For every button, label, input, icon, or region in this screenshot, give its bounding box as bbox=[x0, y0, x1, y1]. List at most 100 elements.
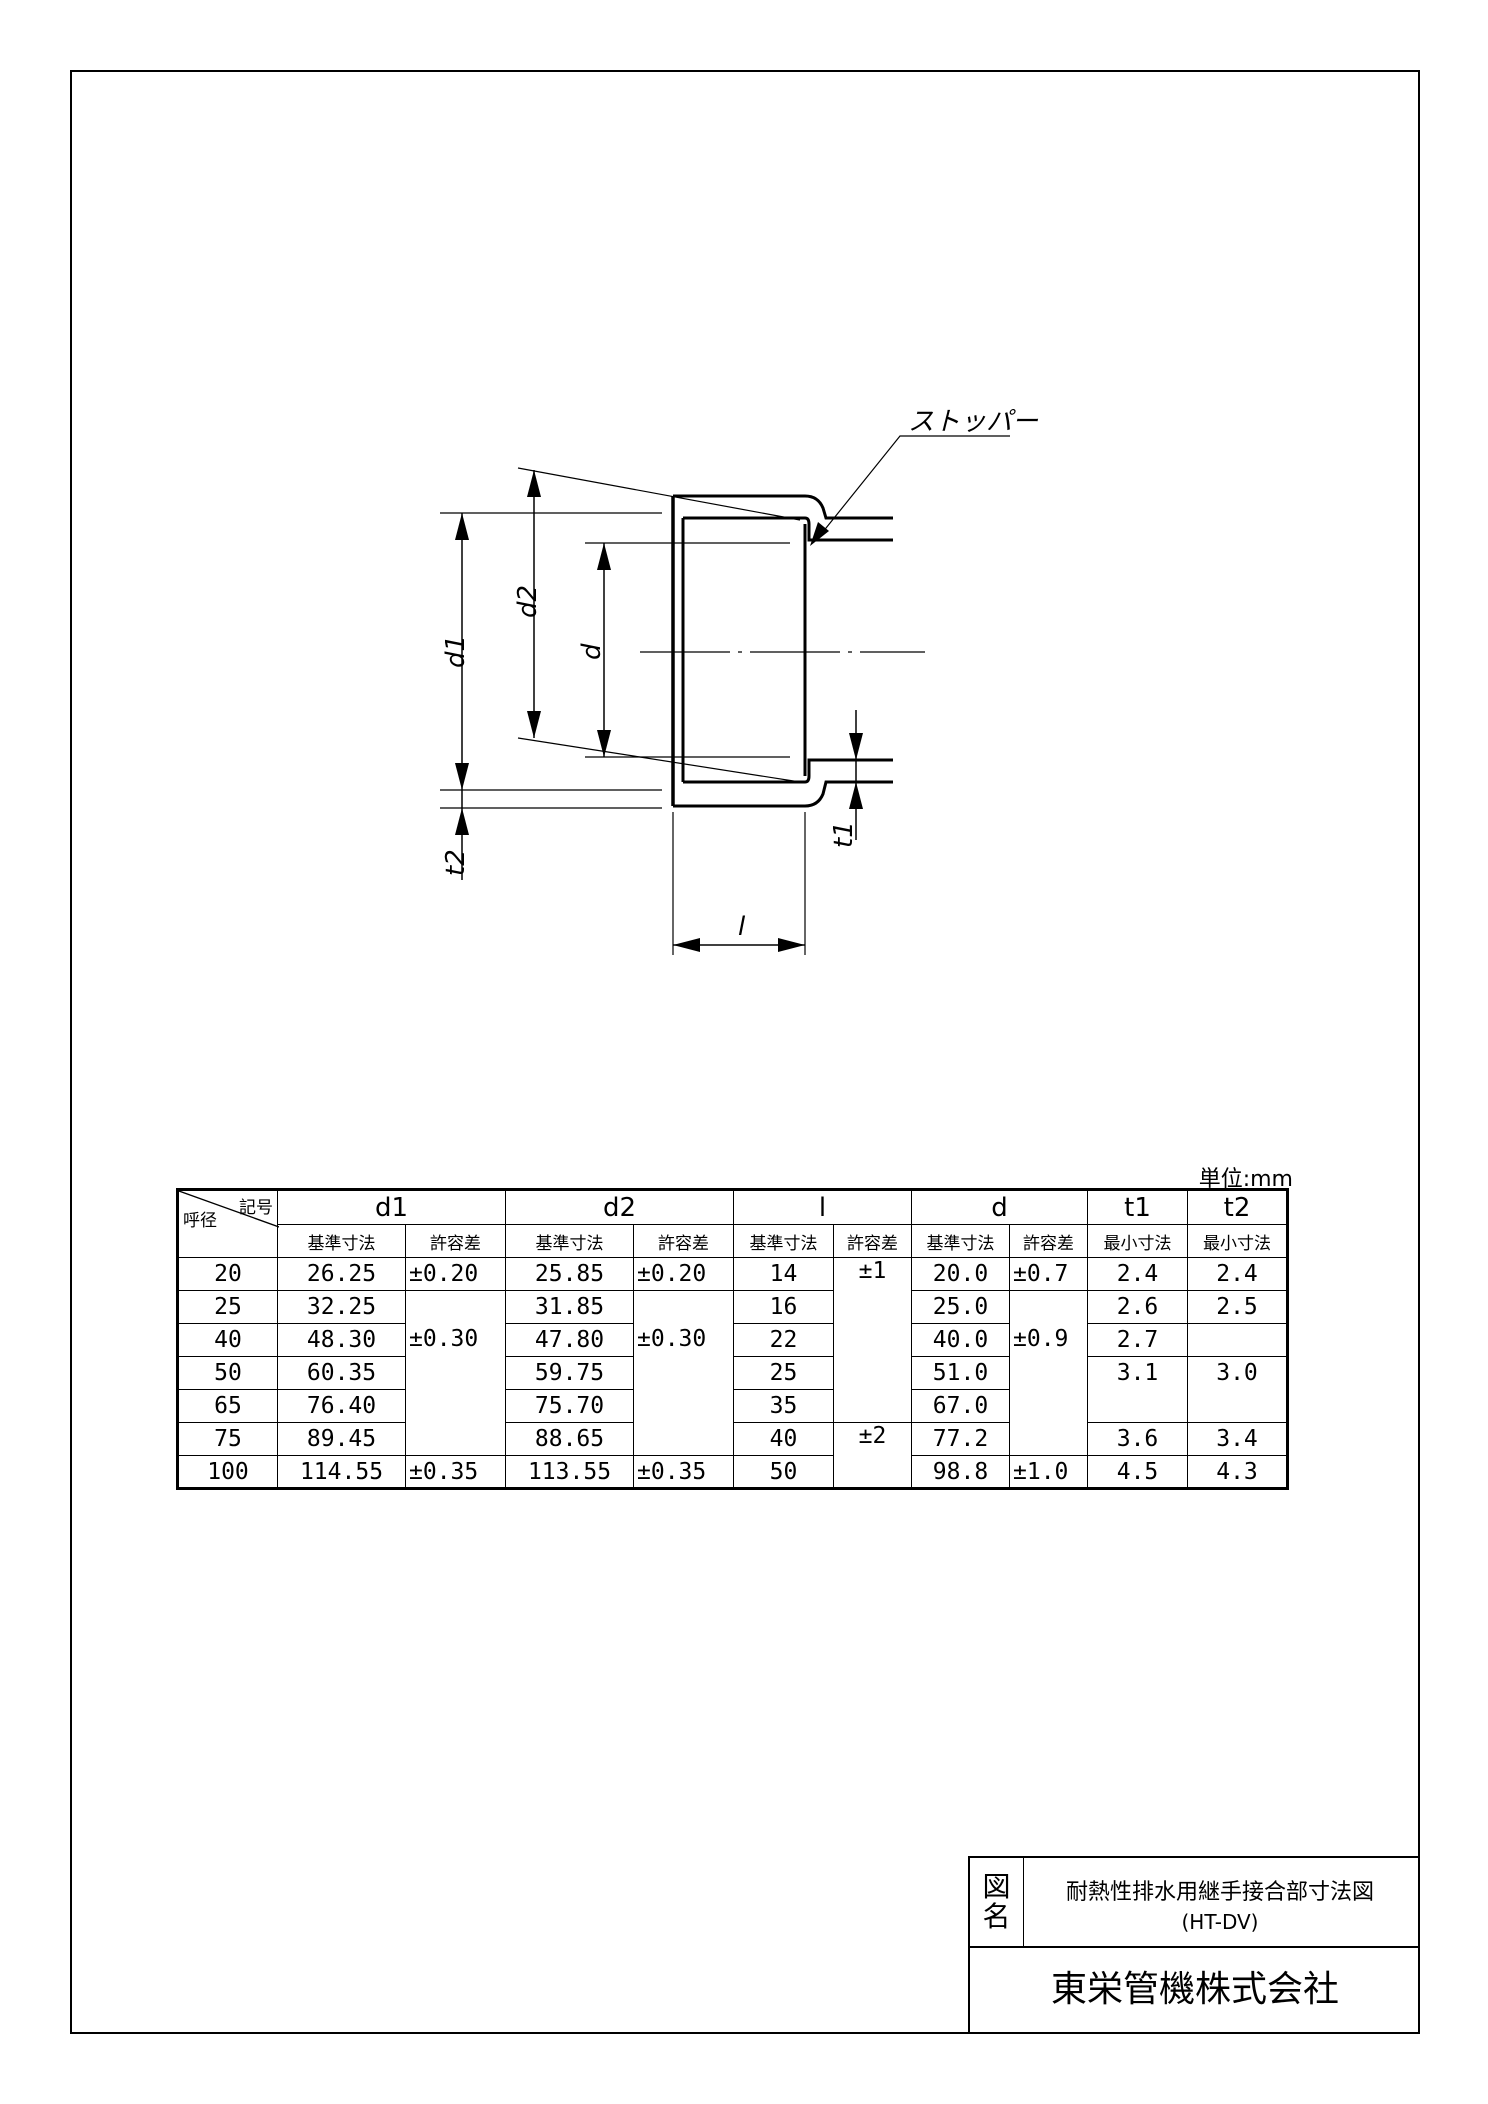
dimension-table: 記号 呼径 d1 d2 l d t1 t2 基準寸法 許容差 基準寸法 許容差 … bbox=[176, 1188, 1289, 1490]
sub-header-tol: 許容差 bbox=[833, 1224, 912, 1258]
cell-t1: 2.6 bbox=[1087, 1290, 1188, 1324]
sub-header-min: 最小寸法 bbox=[1087, 1224, 1188, 1258]
cell-d1: 26.25 bbox=[277, 1257, 406, 1291]
corner-nominal-label: 呼径 bbox=[183, 1211, 217, 1231]
dim-label-l: l bbox=[738, 912, 746, 942]
stopper-leader bbox=[817, 435, 1010, 539]
cell-t2: 4.3 bbox=[1187, 1455, 1288, 1489]
title-block-title-cell: 耐熱性排水用継手接合部寸法図 (HT-DV) bbox=[1022, 1856, 1420, 1948]
cell-t2: 3.0 bbox=[1187, 1356, 1288, 1390]
sub-header-min: 最小寸法 bbox=[1187, 1224, 1288, 1258]
cell-l: 40 bbox=[733, 1422, 834, 1456]
dim-label-t1: t1 bbox=[829, 821, 859, 848]
cell-nominal: 65 bbox=[177, 1389, 278, 1423]
cell-nominal: 20 bbox=[177, 1257, 278, 1291]
table-corner-cell: 記号 呼径 bbox=[177, 1189, 279, 1258]
cell-d: 51.0 bbox=[911, 1356, 1010, 1390]
sub-header-base: 基準寸法 bbox=[505, 1224, 634, 1258]
cell-t2: 2.5 bbox=[1187, 1290, 1288, 1324]
cell-l: 16 bbox=[733, 1290, 834, 1324]
title-block: 図 名 耐熱性排水用継手接合部寸法図 (HT-DV) 東栄管機株式会社 bbox=[968, 1856, 1420, 2034]
cell-l: 14 bbox=[733, 1257, 834, 1291]
cell-nominal: 100 bbox=[177, 1455, 278, 1489]
cell-t1: 3.1 bbox=[1087, 1356, 1188, 1390]
dim-label-d1: d1 bbox=[441, 635, 471, 668]
cell-d1: 89.45 bbox=[277, 1422, 406, 1456]
dim-label-d2: d2 bbox=[513, 585, 543, 618]
group-header-d1: d1 bbox=[277, 1189, 506, 1225]
group-header-t2: t2 bbox=[1187, 1189, 1288, 1225]
cell-d1-tol: ±0.30 bbox=[405, 1323, 506, 1456]
drawing-subtitle: (HT-DV) bbox=[1181, 1910, 1259, 1934]
dim-label-d: d bbox=[577, 643, 607, 660]
sub-header-base: 基準寸法 bbox=[277, 1224, 406, 1258]
cell-d2-tol: ±0.35 bbox=[633, 1455, 734, 1489]
cell-l: 25 bbox=[733, 1356, 834, 1390]
cell-d-tol: ±1.0 bbox=[1009, 1455, 1088, 1489]
cell-nominal: 75 bbox=[177, 1422, 278, 1456]
cell-d2-tol: ±0.20 bbox=[633, 1257, 734, 1291]
cell-nominal: 40 bbox=[177, 1323, 278, 1357]
cell-d2: 113.55 bbox=[505, 1455, 634, 1489]
cell-t2 bbox=[1187, 1389, 1288, 1423]
sub-header-tol: 許容差 bbox=[633, 1224, 734, 1258]
cell-d1: 60.35 bbox=[277, 1356, 406, 1390]
cell-l: 35 bbox=[733, 1389, 834, 1423]
socket-outline-bottom bbox=[673, 780, 893, 808]
cell-t2: 2.4 bbox=[1187, 1257, 1288, 1291]
cell-t1: 2.4 bbox=[1087, 1257, 1188, 1291]
cell-d1-tol: ±0.35 bbox=[405, 1455, 506, 1489]
cell-d: 40.0 bbox=[911, 1323, 1010, 1357]
drawing-title: 耐熱性排水用継手接合部寸法図 bbox=[1065, 1880, 1374, 1905]
cell-d1: 76.40 bbox=[277, 1389, 406, 1423]
cell-t1: 2.7 bbox=[1087, 1323, 1188, 1357]
table-row: 25 32.25 31.85 16 25.0 2.6 2.5 bbox=[177, 1290, 1288, 1324]
table-sub-header: 基準寸法 許容差 基準寸法 許容差 基準寸法 許容差 基準寸法 許容差 最小寸法… bbox=[178, 1224, 1288, 1258]
drawing-sheet-border bbox=[70, 70, 1420, 2034]
group-header-d: d bbox=[911, 1189, 1088, 1225]
cell-d-tol: ±0.9 bbox=[1009, 1323, 1088, 1456]
table-row: 65 76.40 75.70 35 67.0 bbox=[177, 1389, 1288, 1423]
cell-d2: 31.85 bbox=[505, 1290, 634, 1324]
cell-d1-tol: ±0.20 bbox=[405, 1257, 506, 1291]
stopper-label: ストッパー bbox=[908, 407, 1039, 437]
cell-d2: 25.85 bbox=[505, 1257, 634, 1291]
corner-symbol-label: 記号 bbox=[239, 1198, 273, 1218]
cell-t1: 4.5 bbox=[1087, 1455, 1188, 1489]
cross-section-drawing: ストッパー d1 d2 d t2 t1 l bbox=[440, 407, 1039, 955]
cell-nominal: 50 bbox=[177, 1356, 278, 1390]
cell-d2: 47.80 bbox=[505, 1323, 634, 1357]
cell-l-tol: ±2 bbox=[833, 1422, 912, 1489]
company-name: 東栄管機株式会社 bbox=[968, 1946, 1420, 2034]
sub-header-base: 基準寸法 bbox=[911, 1224, 1010, 1258]
cell-d-tol-empty bbox=[1009, 1290, 1088, 1324]
table-row: 75 89.45 88.65 40 ±2 77.2 3.6 3.4 bbox=[177, 1422, 1288, 1489]
sub-header-base: 基準寸法 bbox=[733, 1224, 834, 1258]
cell-d: 67.0 bbox=[911, 1389, 1010, 1423]
cell-d: 25.0 bbox=[911, 1290, 1010, 1324]
cell-d: 20.0 bbox=[911, 1257, 1010, 1291]
table-row: 50 60.35 59.75 25 51.0 3.1 3.0 bbox=[177, 1356, 1288, 1390]
title-block-label-line2: 名 bbox=[982, 1900, 1011, 1933]
table-group-header: 記号 呼径 d1 d2 l d t1 t2 bbox=[177, 1189, 1288, 1258]
cell-d2-tol-empty bbox=[633, 1290, 734, 1324]
cell-l: 50 bbox=[733, 1455, 834, 1489]
cell-d1: 114.55 bbox=[277, 1455, 406, 1489]
cell-d2: 59.75 bbox=[505, 1356, 634, 1390]
cell-d1: 48.30 bbox=[277, 1323, 406, 1357]
table-row: 40 48.30 ±0.30 47.80 ±0.30 22 40.0 ±0.9 … bbox=[177, 1323, 1288, 1456]
group-header-t1: t1 bbox=[1087, 1189, 1188, 1225]
cell-d-tol: ±0.7 bbox=[1009, 1257, 1088, 1291]
socket-outline bbox=[673, 494, 893, 520]
socket-inner-top bbox=[683, 516, 893, 542]
cell-d1: 32.25 bbox=[277, 1290, 406, 1324]
cell-d: 98.8 bbox=[911, 1455, 1010, 1489]
table-row: 20 26.25 ±0.20 25.85 ±0.20 14 ±1 20.0 ±0… bbox=[177, 1257, 1288, 1423]
cell-d: 77.2 bbox=[911, 1422, 1010, 1456]
cell-t2 bbox=[1187, 1323, 1288, 1357]
group-header-l: l bbox=[733, 1189, 912, 1225]
cell-l: 22 bbox=[733, 1323, 834, 1357]
sub-header-tol: 許容差 bbox=[1009, 1224, 1088, 1258]
title-block-label: 図 名 bbox=[968, 1856, 1024, 1948]
cell-t1: 3.6 bbox=[1087, 1422, 1188, 1456]
